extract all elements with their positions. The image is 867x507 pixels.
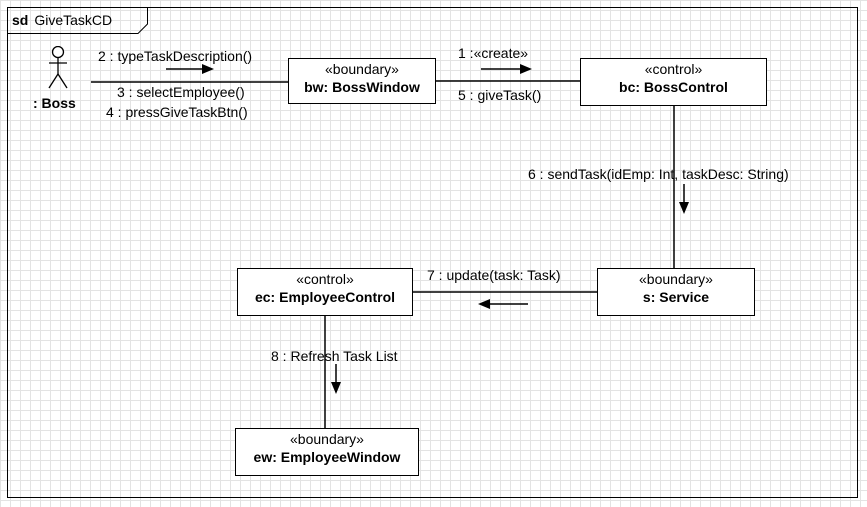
message-label-3: 3 : selectEmployee() — [117, 84, 245, 100]
message-label-8: 8 : Refresh Task List — [271, 348, 398, 364]
message-label-4: 4 : pressGiveTaskBtn() — [106, 104, 248, 120]
object-name: ec: EmployeeControl — [254, 289, 396, 305]
actor-icon — [48, 46, 68, 89]
stereotype-label: «control» — [296, 271, 354, 287]
object-employee-window[interactable]: «boundary» ew: EmployeeWindow — [235, 428, 419, 476]
frame-keyword: sd — [12, 12, 29, 28]
object-employee-control[interactable]: «control» ec: EmployeeControl — [237, 268, 413, 316]
arrow-msg-7 — [478, 299, 528, 309]
object-name: bw: BossWindow — [304, 79, 420, 95]
object-service[interactable]: «boundary» s: Service — [597, 268, 755, 316]
object-name: s: Service — [642, 289, 710, 305]
object-name: ew: EmployeeWindow — [253, 449, 401, 465]
arrow-msg-2 — [166, 64, 214, 74]
frame-title: sd GiveTaskCD — [12, 12, 112, 28]
stereotype-label: «boundary» — [290, 431, 364, 447]
message-label-5: 5 : giveTask() — [458, 87, 542, 103]
object-boss-control[interactable]: «control» bc: BossControl — [580, 58, 767, 106]
frame-name: GiveTaskCD — [34, 12, 113, 28]
arrow-msg-1 — [481, 64, 532, 74]
message-label-7: 7 : update(task: Task) — [427, 267, 561, 283]
message-label-6: 6 : sendTask(idEmp: Int, taskDesc: Strin… — [528, 166, 789, 182]
arrow-msg-6 — [679, 184, 689, 214]
stereotype-label: «boundary» — [639, 271, 713, 287]
actor-name: : Boss — [33, 95, 76, 111]
object-boss-window[interactable]: «boundary» bw: BossWindow — [288, 58, 436, 104]
message-label-2: 2 : typeTaskDescription() — [98, 48, 253, 64]
stereotype-label: «control» — [644, 61, 703, 77]
arrow-msg-8 — [331, 364, 341, 394]
message-label-1: 1 :«create» — [458, 45, 529, 61]
diagram-frame — [7, 7, 858, 498]
object-name: bc: BossControl — [619, 79, 728, 95]
stereotype-label: «boundary» — [325, 61, 399, 77]
